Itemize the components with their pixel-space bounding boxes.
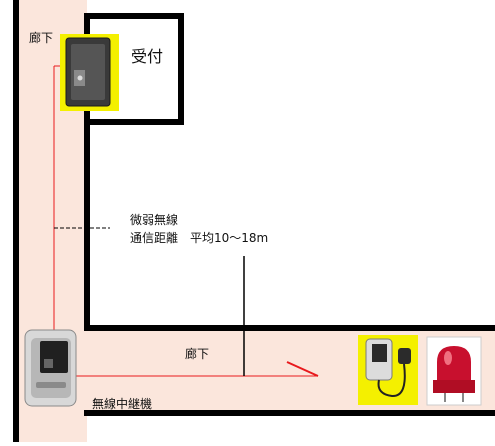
corridor-top-label: 廊下	[29, 31, 54, 45]
corridor-bottom-label: 廊下	[185, 347, 210, 361]
lamp-dome	[437, 346, 471, 380]
repeater-base	[36, 382, 66, 388]
receiver-panel	[372, 344, 387, 362]
signal-lines	[53, 65, 319, 377]
wireless-receiver	[358, 335, 418, 405]
alarm-lamp	[426, 336, 482, 406]
wireless-repeater	[24, 329, 77, 407]
receiver-adapter	[398, 348, 411, 364]
lamp-base	[433, 380, 475, 393]
wireless-label-line2: 通信距離 平均10～18m	[130, 231, 269, 245]
receiver-cable	[377, 363, 406, 398]
wireless-label-line1: 微弱無線	[130, 213, 179, 227]
reception-transmitter	[60, 34, 119, 111]
walls	[13, 0, 495, 442]
repeater-label: 無線中継機	[92, 397, 153, 411]
reception-label: 受付	[131, 47, 164, 66]
repeater-panel	[40, 341, 68, 373]
bottom-corridor-floor	[19, 330, 495, 412]
signal-diagonal-red	[286, 361, 319, 377]
repeater-button	[44, 359, 53, 368]
lamp-shine	[444, 351, 452, 365]
transmitter-led-icon	[77, 75, 83, 81]
